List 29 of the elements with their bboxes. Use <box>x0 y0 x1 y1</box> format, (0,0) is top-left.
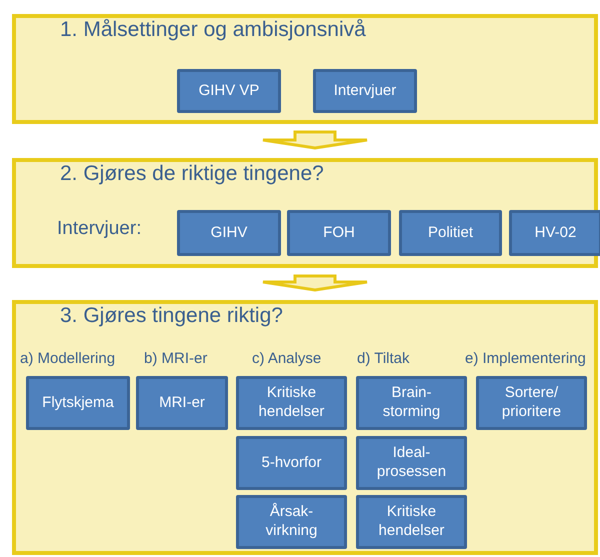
panel-heading: 3. Gjøres tingene riktig? <box>60 304 283 328</box>
process-box: Politiet <box>399 210 502 256</box>
process-box: Brain- storming <box>356 376 467 430</box>
column-heading: d) Tiltak <box>357 350 410 367</box>
process-box: Intervjuer <box>313 69 417 113</box>
row-label: Intervjuer: <box>57 218 142 240</box>
process-box: GIHV <box>177 210 281 256</box>
process-box: Årsak- virkning <box>236 495 347 549</box>
process-box: Kritiske hendelser <box>356 495 467 549</box>
stage-panel <box>12 14 598 124</box>
stage-panel <box>12 158 598 268</box>
process-box: 5-hvorfor <box>236 436 347 490</box>
block-arrow <box>262 130 368 150</box>
process-box: HV-02 <box>509 210 600 256</box>
process-box: MRI-er <box>136 376 228 430</box>
column-heading: c) Analyse <box>252 350 322 367</box>
column-heading: e) Implementering <box>465 350 586 367</box>
process-box: Kritiske hendelser <box>236 376 347 430</box>
column-heading: b) MRI-er <box>144 350 208 367</box>
process-box: GIHV VP <box>177 69 281 113</box>
panel-heading: 2. Gjøres de riktige tingene? <box>60 162 324 186</box>
process-box: Sortere/ prioritere <box>476 376 587 430</box>
panel-heading: 1. Målsettinger og ambisjonsnivå <box>60 18 366 42</box>
stage-panel <box>12 300 598 555</box>
process-box: FOH <box>287 210 391 256</box>
process-box: Flytskjema <box>26 376 130 430</box>
column-heading: a) Modellering <box>20 350 116 367</box>
process-box: Ideal- prosessen <box>356 436 467 490</box>
block-arrow <box>262 274 368 292</box>
